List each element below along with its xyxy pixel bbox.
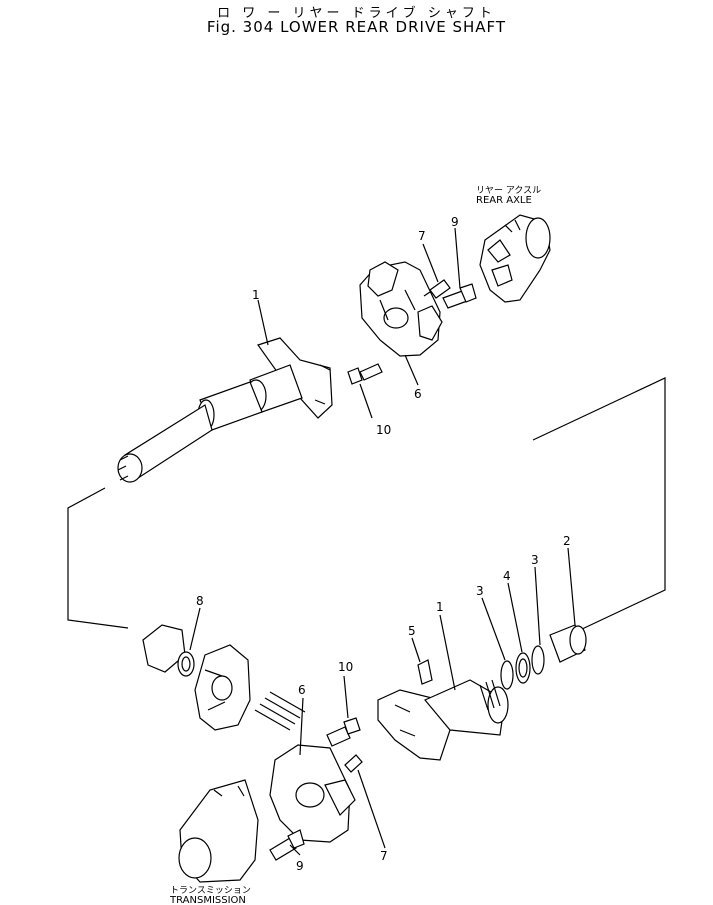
upper-cross-spider [359, 261, 443, 357]
callout-lower-8: 8 [196, 594, 204, 608]
callout-lower-4: 4 [503, 569, 511, 583]
upper-grease-fitting [423, 279, 451, 299]
continuity-line [67, 487, 129, 629]
lower-bolt-10 [326, 717, 361, 747]
figure-title: Fig. 304 LOWER REAR DRIVE SHAFT [206, 18, 507, 36]
upper-callouts: 1 7 9 6 10 [252, 215, 459, 437]
continuity-line-right [532, 377, 666, 631]
title-japanese: ロ ワ ー リヤー ドライブ シャフト [217, 6, 496, 21]
transmission-label: TRANSMISSION [169, 895, 246, 905]
upper-bolt-9 [442, 283, 477, 309]
callout-lower-1: 1 [436, 600, 444, 614]
upper-shaft-flange-yoke [117, 337, 333, 483]
callout-lower-7: 7 [380, 849, 388, 863]
lower-grease-fitting [344, 754, 363, 773]
callout-upper-6: 6 [414, 387, 422, 401]
callout-upper-9: 9 [451, 215, 459, 229]
transmission-label-jp: トランスミッション [170, 885, 251, 896]
callout-upper-10: 10 [376, 423, 391, 437]
callout-lower-6: 6 [298, 683, 306, 697]
callout-lower-2: 2 [563, 534, 571, 548]
upper-bolt-10 [347, 363, 383, 385]
callout-lower-5: 5 [408, 624, 416, 638]
transmission-housing [178, 779, 259, 883]
snap-rings [500, 645, 545, 690]
callout-lower-3b: 3 [531, 553, 539, 567]
callout-upper-7: 7 [418, 229, 426, 243]
callout-lower-9: 9 [296, 859, 304, 873]
lower-small-cross [194, 644, 251, 731]
end-cap-2 [549, 624, 587, 663]
lower-shaft-yoke [377, 679, 509, 761]
rear-axle-label: REAR AXLE [476, 195, 532, 206]
callout-upper-1: 1 [252, 288, 260, 302]
rear-axle-yoke [479, 214, 551, 303]
lower-cross-spider [269, 744, 356, 843]
lower-callouts: 8 5 1 3 4 3 2 6 10 7 9 [196, 534, 571, 873]
grease-fitting-5 [417, 659, 433, 685]
leader-lines [189, 227, 576, 856]
rear-axle-label-jp: リヤー アクスル [476, 185, 541, 196]
callout-lower-3a: 3 [476, 584, 484, 598]
hatched-indicator [254, 691, 306, 731]
lower-bearing-cap [142, 624, 195, 677]
lower-bolt-9 [269, 829, 305, 861]
callout-lower-10: 10 [338, 660, 353, 674]
